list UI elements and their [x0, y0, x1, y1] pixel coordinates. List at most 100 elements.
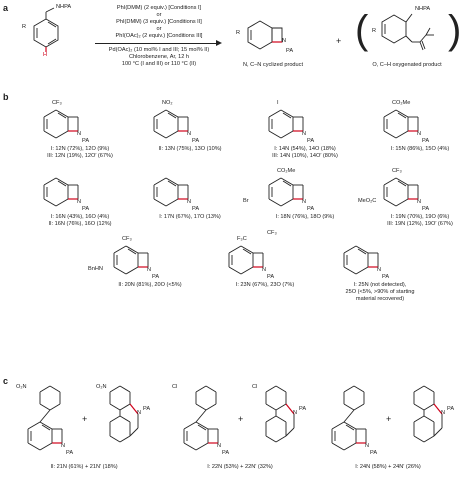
b-structure-5-n-atom: N: [187, 199, 191, 205]
b-structure-9-pa: PA: [267, 274, 274, 280]
b-caption-7-1: III: 19N (12%), 19O′ (67%): [387, 221, 453, 227]
c-caption-0: II: 21N (61%) + 21N′ (18%): [50, 464, 118, 470]
b-structure-1: NPA NO₂: [153, 100, 199, 144]
b-structure-2: NPA I: [268, 100, 314, 144]
b-sub-3: CO₂Me: [392, 100, 410, 106]
condition-6: 100 °C (I and III) or 110 °C (II): [121, 61, 197, 67]
b-structure-5-pa: PA: [192, 206, 199, 212]
b-caption-0-1: III: 12N (19%), 12O′ (67%): [47, 153, 113, 159]
c-product-2: NPA: [413, 385, 454, 443]
c-plus-0: +: [82, 414, 88, 424]
product-n-atom: N: [282, 38, 287, 44]
b-structure-7-n-atom: N: [417, 199, 421, 205]
b-structure-2-n-atom: N: [302, 131, 306, 137]
b-structure-0-n-atom: N: [77, 131, 81, 137]
b-structure-4-pa: PA: [82, 206, 89, 212]
b-structure-3: NPA CO₂Me: [383, 100, 429, 144]
b-sub-0: CF₃: [52, 100, 62, 106]
condition-2: PhI(DMM) (3 equiv.) [Conditions II]: [116, 19, 202, 25]
panel-c-label: c: [3, 376, 9, 386]
b-sub-9: F₃C: [237, 236, 247, 242]
b-structure-0-pa: PA: [82, 138, 89, 144]
b-structure-2-pa: PA: [307, 138, 314, 144]
b-caption-2-1: III: 14N (10%), 14O′ (80%): [272, 153, 338, 159]
c-reactant-0-n-atom: N: [61, 443, 65, 449]
reactant-h: H: [43, 52, 48, 58]
c-reactant-2-n-atom: N: [365, 443, 369, 449]
b-sub-2: I: [277, 100, 279, 106]
b-sub2-7: MeO₂C: [358, 198, 376, 204]
c-reactant-0-pa: PA: [66, 450, 73, 456]
product-n-pa: PA: [286, 48, 294, 54]
product-n-r: R: [236, 30, 241, 36]
b-caption-0-0: I: 12N (72%), 12O (9%): [50, 146, 110, 152]
b-structure-6-n-atom: N: [302, 199, 306, 205]
c-caption-2: I: 24N (58%) + 24N′ (26%): [355, 464, 421, 470]
c-reactant-1-n-atom: N: [217, 443, 221, 449]
c-reactant-2: NPA: [331, 385, 377, 456]
b-structure-8-n-atom: N: [147, 267, 151, 273]
b-structure-7: NPA CF₃ MeO₂C: [358, 168, 429, 212]
left-paren: (: [355, 8, 369, 52]
b-caption-1-0: II: 13N (75%), 13O (10%): [158, 146, 222, 152]
c-product-n-0: N: [137, 410, 141, 416]
b-structure-4: NPA: [43, 177, 89, 212]
condition-5: Chlorobenzene, Ar, 12 h: [128, 54, 190, 60]
b-caption-8-0: II: 20N (81%), 20O (<5%): [118, 282, 182, 288]
b-caption-2-0: I: 14N (54%), 14O (18%): [274, 146, 336, 152]
product-n-structure: [247, 20, 283, 50]
condition-1: PhI(DMM) (2 equiv.) [Conditions I]: [116, 5, 202, 11]
c-reactant-0: NPA O₂N: [16, 384, 73, 456]
reaction-arrow-head: [216, 40, 222, 46]
b-structure-5: NPA: [153, 177, 199, 212]
b-structure-4-n-atom: N: [77, 199, 81, 205]
b-caption-9-0: I: 23N (67%), 23O (7%): [235, 282, 295, 288]
panel-a-label: a: [3, 3, 9, 13]
b-caption-6-0: I: 18N (76%), 18O (9%): [275, 214, 335, 220]
b-structure-3-n-atom: N: [417, 131, 421, 137]
c-sub-0: O₂N: [16, 384, 27, 390]
condition-3: PhI(OAc)₂ (2 equiv.) [Conditions III]: [115, 33, 203, 39]
c-product-pa-0: PA: [143, 406, 150, 412]
b-caption-4-1: II: 16N (76%), 16O (12%): [48, 221, 112, 227]
c-plus-1: +: [238, 414, 244, 424]
product-n-caption: N, C–N cyclized product: [243, 62, 303, 68]
b-caption-7-0: I: 19N (70%), 19O (6%): [390, 214, 450, 220]
b-structure-10: NPA: [343, 245, 389, 280]
c-product-n-1: N: [293, 410, 297, 416]
b-sub-7: CF₃: [392, 168, 402, 174]
b-sub-8: CF₃: [122, 236, 132, 242]
reaction-arrow: [95, 43, 217, 44]
b-sub-6: CO₂Me: [277, 168, 295, 174]
b-structure-0: NPA CF₃: [43, 100, 89, 144]
b-caption-10-2: material recovered): [355, 296, 405, 302]
b-sub-1: NO₂: [162, 100, 173, 106]
condition-or-1: or: [156, 12, 162, 18]
c-product-sub-1: Cl: [252, 384, 257, 390]
b-structure-7-pa: PA: [422, 206, 429, 212]
condition-4: Pd(OAc)₂ (10 mol% I and III; 15 mol% II): [108, 47, 210, 53]
c-reactant-1: NPA Cl: [172, 384, 229, 456]
reactant-nhpa: NHPA: [56, 4, 72, 10]
b-structure-1-n-atom: N: [187, 131, 191, 137]
reactant-structure: [33, 7, 59, 52]
b-structure-10-n-atom: N: [377, 267, 381, 273]
product-o-structure: [381, 13, 434, 51]
b-structure-9-n-atom: N: [262, 267, 266, 273]
condition-or-2: or: [156, 26, 162, 32]
reactant-r: R: [22, 24, 27, 30]
b-structure-6-pa: PA: [307, 206, 314, 212]
product-o-nhpa: NHPA: [415, 6, 431, 12]
c-plus-2: +: [386, 414, 392, 424]
product-o-r: R: [372, 28, 377, 34]
b-structure-3-pa: PA: [422, 138, 429, 144]
c-sub-1: Cl: [172, 384, 177, 390]
b-structure-1-pa: PA: [192, 138, 199, 144]
b-caption-3-0: I: 15N (86%), 15O (4%): [390, 146, 450, 152]
b-caption-10-0: I: 25N (not detected),: [353, 282, 407, 288]
c-reactant-1-pa: PA: [222, 450, 229, 456]
